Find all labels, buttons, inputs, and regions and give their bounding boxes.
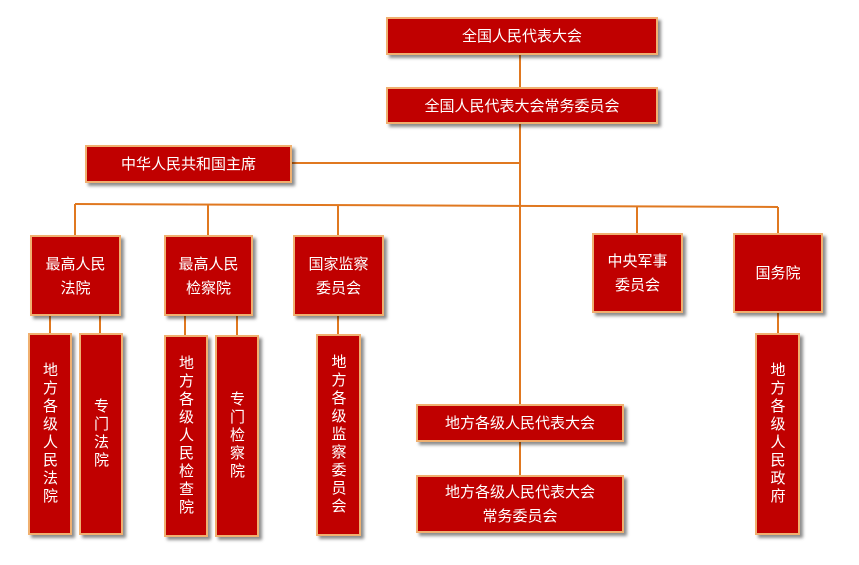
special-procuratorates-box: 专门检察院	[215, 335, 259, 537]
local-congress-standing-box: 地方各级人民代表大会 常务委员会	[416, 475, 624, 533]
local-procuratorates-box: 地方各级人民检查院	[164, 335, 208, 537]
local-governments-box: 地方各级人民政府	[755, 333, 800, 535]
central-military-commission-box: 中央军事 委员会	[592, 233, 683, 313]
supervisory-commission-box: 国家监察 委员会	[293, 235, 384, 316]
special-procuratorates-label: 专门检察院	[228, 391, 246, 481]
local-supervisory-box: 地方各级监察委员会	[316, 334, 361, 536]
npc-standing-committee-box: 全国人民代表大会常务委员会	[386, 87, 658, 124]
npc-box: 全国人民代表大会	[386, 17, 658, 55]
supreme-court-box: 最高人民 法院	[30, 235, 121, 316]
local-governments-label: 地方各级人民政府	[768, 362, 787, 506]
local-congress-box: 地方各级人民代表大会	[416, 404, 624, 442]
supreme-procuratorate-box: 最高人民 检察院	[164, 235, 253, 316]
local-courts-label: 地方各级人民法院	[41, 362, 59, 506]
state-council-box: 国务院	[733, 233, 823, 313]
special-courts-label: 专门法院	[92, 398, 110, 470]
connector-horizontal-bar	[74, 203, 779, 208]
special-courts-box: 专门法院	[79, 333, 123, 535]
local-supervisory-label: 地方各级监察委员会	[329, 354, 348, 516]
local-courts-box: 地方各级人民法院	[28, 333, 72, 535]
local-procuratorates-label: 地方各级人民检查院	[177, 355, 195, 517]
president-box: 中华人民共和国主席	[85, 145, 292, 183]
